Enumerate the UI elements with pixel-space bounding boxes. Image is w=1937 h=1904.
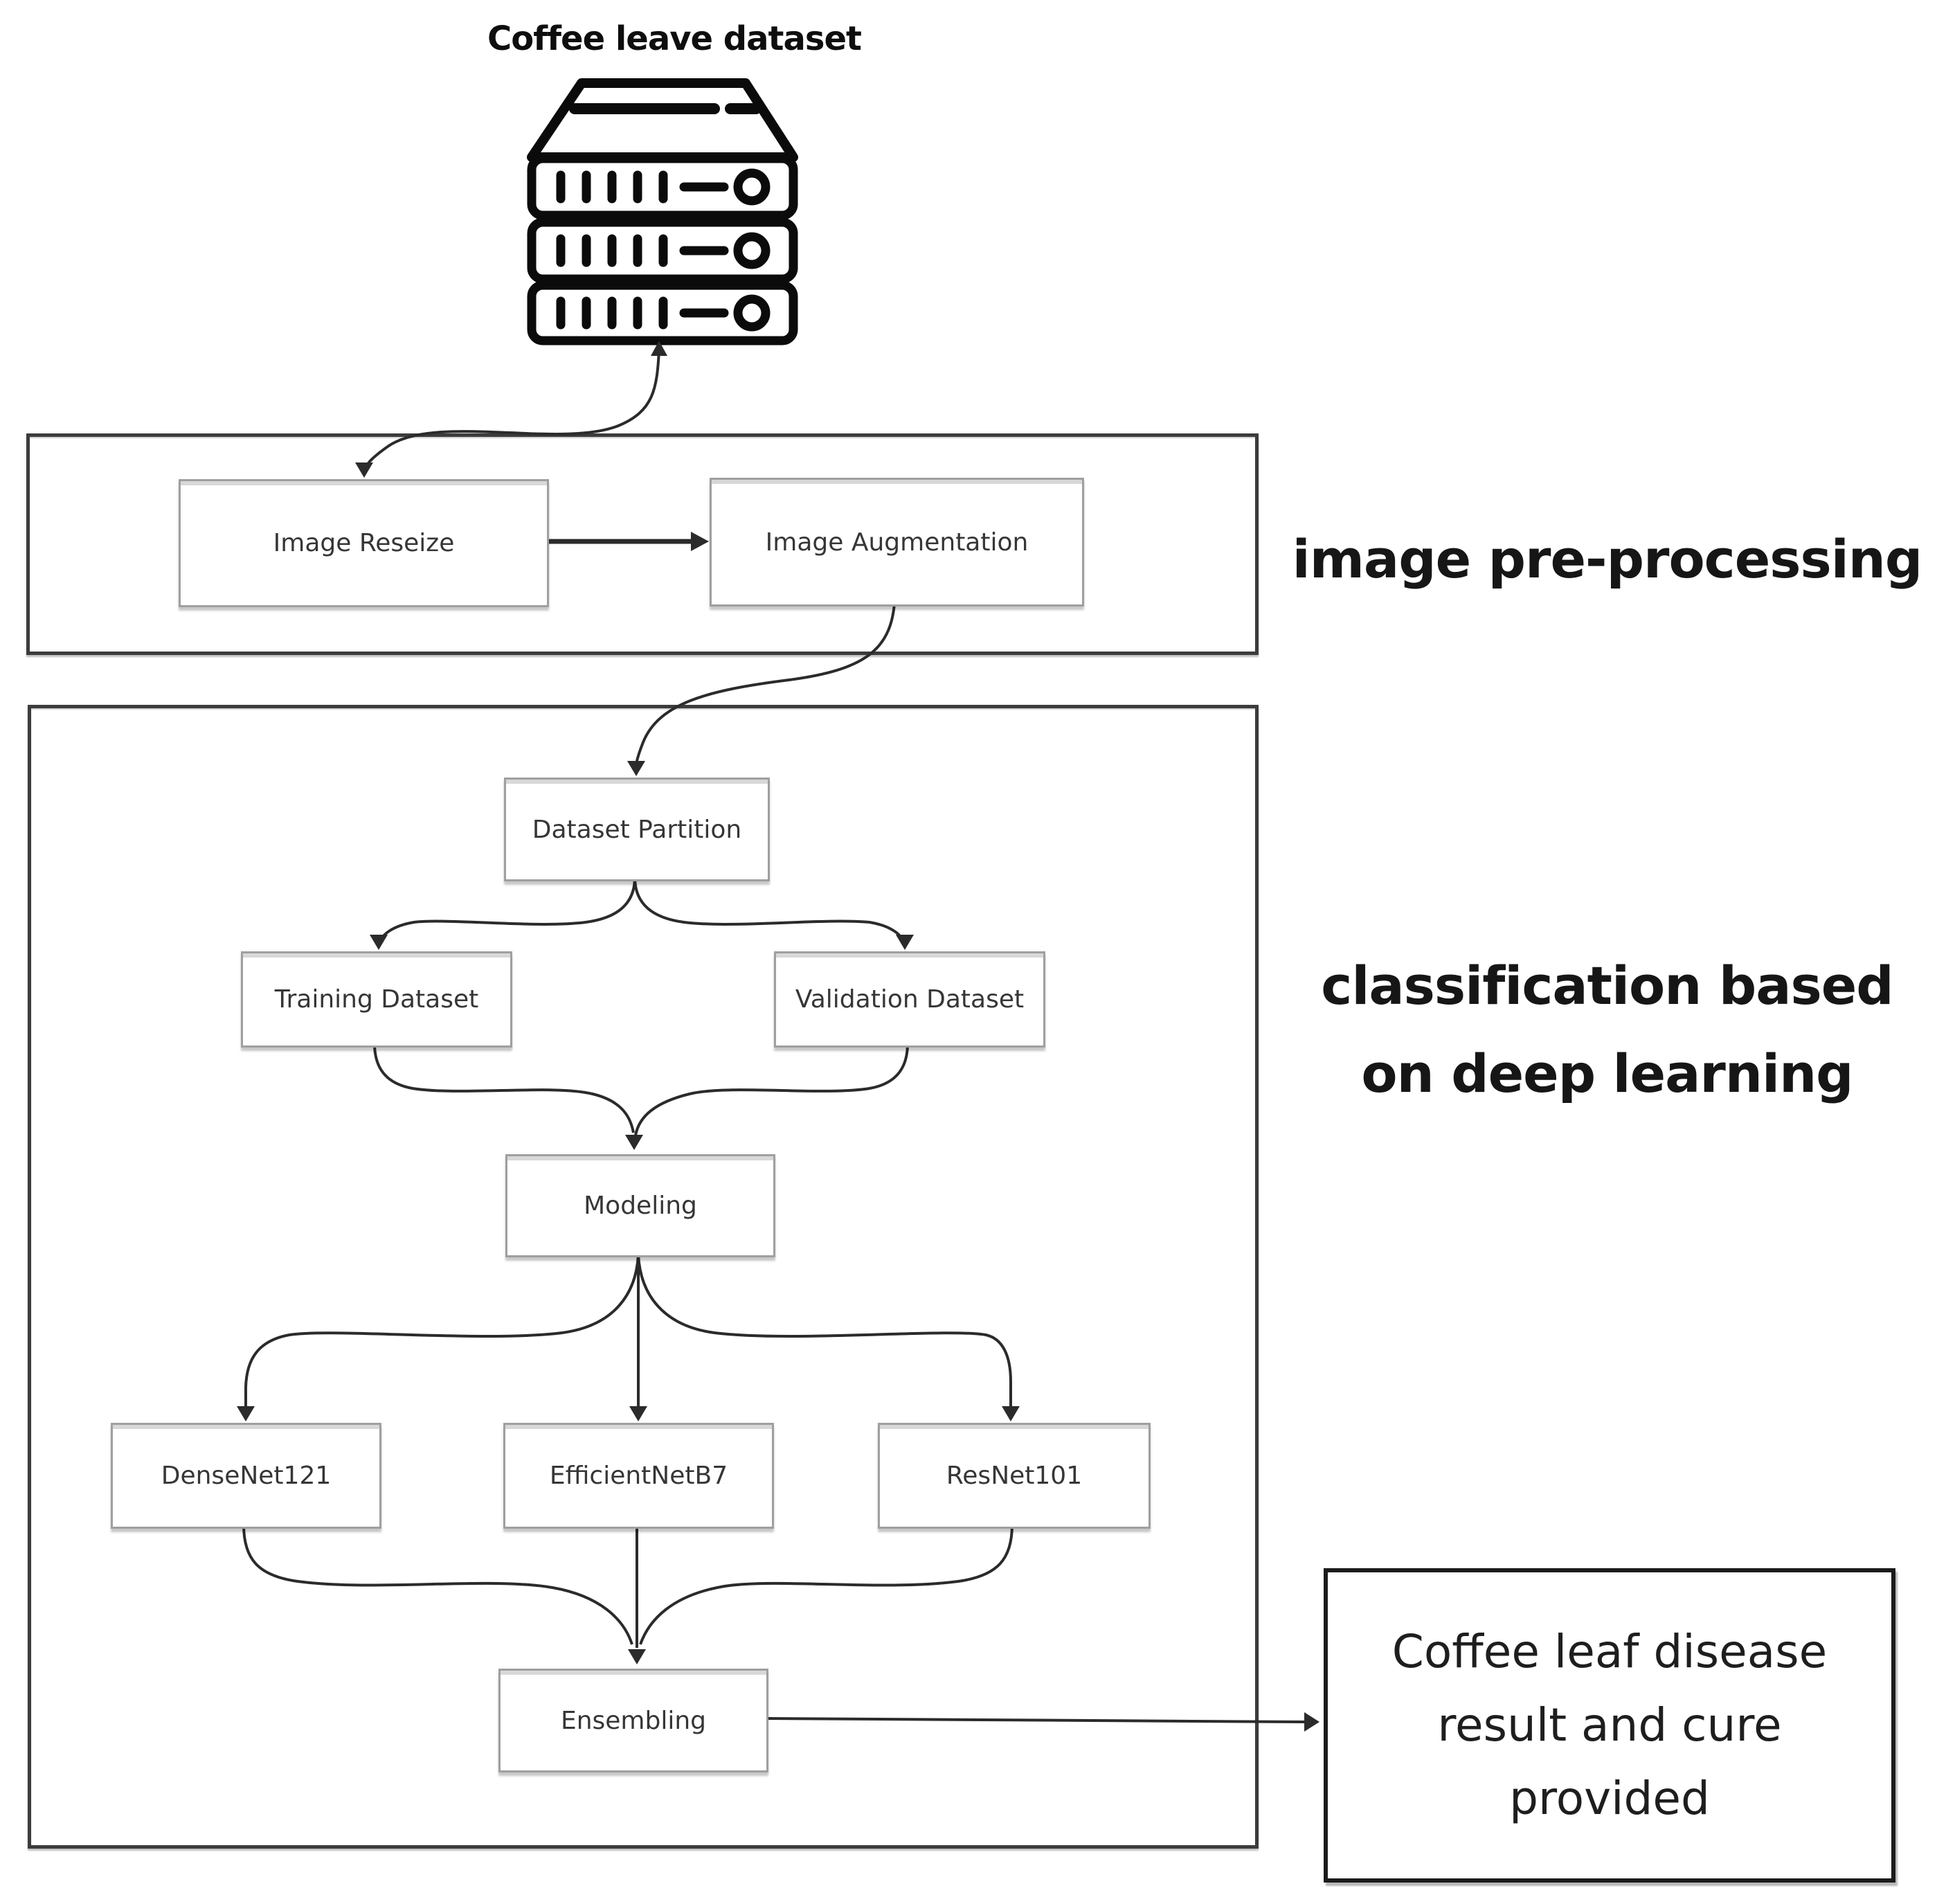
arrowhead-down-densenet: [237, 1406, 255, 1421]
connector-modeling-to-densenet: [244, 1254, 640, 1407]
node-validation-dataset: Validation Dataset: [774, 951, 1045, 1048]
connector-training-to-modeling: [373, 1043, 635, 1133]
node-image-augmentation-label: Image Augmentation: [765, 528, 1029, 557]
arrowhead-down-validation: [896, 935, 914, 950]
server-stack-icon: [527, 78, 798, 345]
arrowhead-down-efficientnet: [629, 1406, 647, 1421]
section-classification: [28, 705, 1259, 1849]
node-validation-dataset-label: Validation Dataset: [795, 985, 1025, 1014]
result-line1: Coffee leaf disease: [1391, 1625, 1828, 1678]
node-image-resize-label: Image Reseize: [273, 529, 455, 557]
connector-densenet-to-ensembling: [242, 1524, 633, 1645]
arrowhead-down-ensembling: [628, 1649, 646, 1664]
connector-dataset-to-resize: [363, 350, 660, 473]
label-classification-line2: on deep learning: [1361, 1043, 1853, 1104]
connector-partition-to-training: [377, 877, 636, 946]
arrowhead-down-partition: [627, 761, 645, 776]
label-classification-line1: classification based: [1321, 955, 1893, 1016]
section-image-preprocessing: [26, 433, 1259, 655]
node-resnet101-label: ResNet101: [946, 1462, 1083, 1490]
connector-ensembling-to-result: [766, 1717, 1305, 1723]
node-densenet121-label: DenseNet121: [161, 1462, 332, 1490]
node-training-dataset: Training Dataset: [241, 951, 512, 1048]
node-resnet101: ResNet101: [878, 1423, 1151, 1529]
connector-partition-to-validation: [633, 877, 906, 946]
arrowhead-down-resize: [355, 462, 373, 478]
connector-resnet-to-ensembling: [639, 1524, 1013, 1645]
connector-modeling-to-resnet: [637, 1254, 1012, 1407]
node-image-resize: Image Reseize: [179, 479, 549, 607]
node-ensembling-label: Ensembling: [560, 1706, 707, 1735]
node-modeling: Modeling: [505, 1154, 775, 1257]
label-classification: classification based on deep learning: [1277, 942, 1937, 1117]
node-ensembling: Ensembling: [498, 1669, 768, 1772]
connector-augmentation-to-partition: [635, 603, 896, 766]
node-training-dataset-label: Training Dataset: [274, 985, 479, 1014]
label-image-preprocessing-text: image pre-processing: [1292, 528, 1923, 590]
node-densenet121: DenseNet121: [111, 1423, 381, 1529]
arrowhead-down-resnet: [1002, 1406, 1020, 1421]
label-image-preprocessing: image pre-processing: [1277, 525, 1937, 594]
node-image-augmentation: Image Augmentation: [710, 478, 1084, 607]
node-dataset-partition: Dataset Partition: [504, 778, 770, 881]
arrowhead-right-augmentation: [691, 532, 709, 551]
arrowhead-right-result: [1304, 1712, 1319, 1732]
node-efficientnetb7-label: EfficientNetB7: [549, 1462, 728, 1490]
node-dataset-partition-label: Dataset Partition: [532, 815, 742, 844]
arrowhead-down-modeling: [625, 1135, 643, 1150]
node-efficientnetb7: EfficientNetB7: [503, 1423, 774, 1529]
node-modeling-label: Modeling: [584, 1192, 697, 1220]
result-box: Coffee leaf disease result and cure prov…: [1324, 1568, 1895, 1883]
result-line2: result and cure: [1437, 1698, 1782, 1752]
arrowhead-down-training: [370, 935, 388, 950]
arrowhead-up-dataset: [651, 341, 667, 356]
connector-validation-to-modeling: [634, 1043, 909, 1136]
dataset-title: Coffee leave dataset: [487, 19, 862, 58]
result-line3: provided: [1509, 1772, 1710, 1825]
